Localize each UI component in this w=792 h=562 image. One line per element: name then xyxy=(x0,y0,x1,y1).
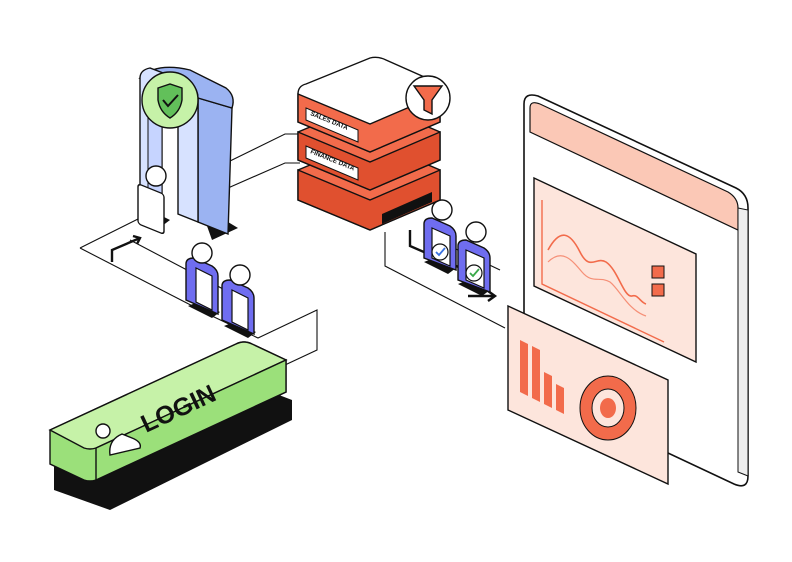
person-approved-2 xyxy=(457,221,491,296)
person-queue-1 xyxy=(185,242,220,318)
person-queue-2 xyxy=(221,264,256,338)
bar-donut-panel xyxy=(507,304,669,486)
funnel-icon xyxy=(405,75,451,121)
check-circle-icon xyxy=(431,243,449,261)
line-chart-panel xyxy=(533,176,697,364)
database-stack: FINANCE DATA SALES DATA xyxy=(297,56,451,231)
login-card[interactable]: LOGIN xyxy=(48,341,292,510)
dashboard-screen xyxy=(507,94,749,487)
shield-check-icon xyxy=(141,71,199,129)
user-icon xyxy=(95,423,142,456)
check-circle-icon xyxy=(465,264,483,282)
person-approved-1 xyxy=(423,199,457,274)
person-at-gate xyxy=(137,165,170,235)
